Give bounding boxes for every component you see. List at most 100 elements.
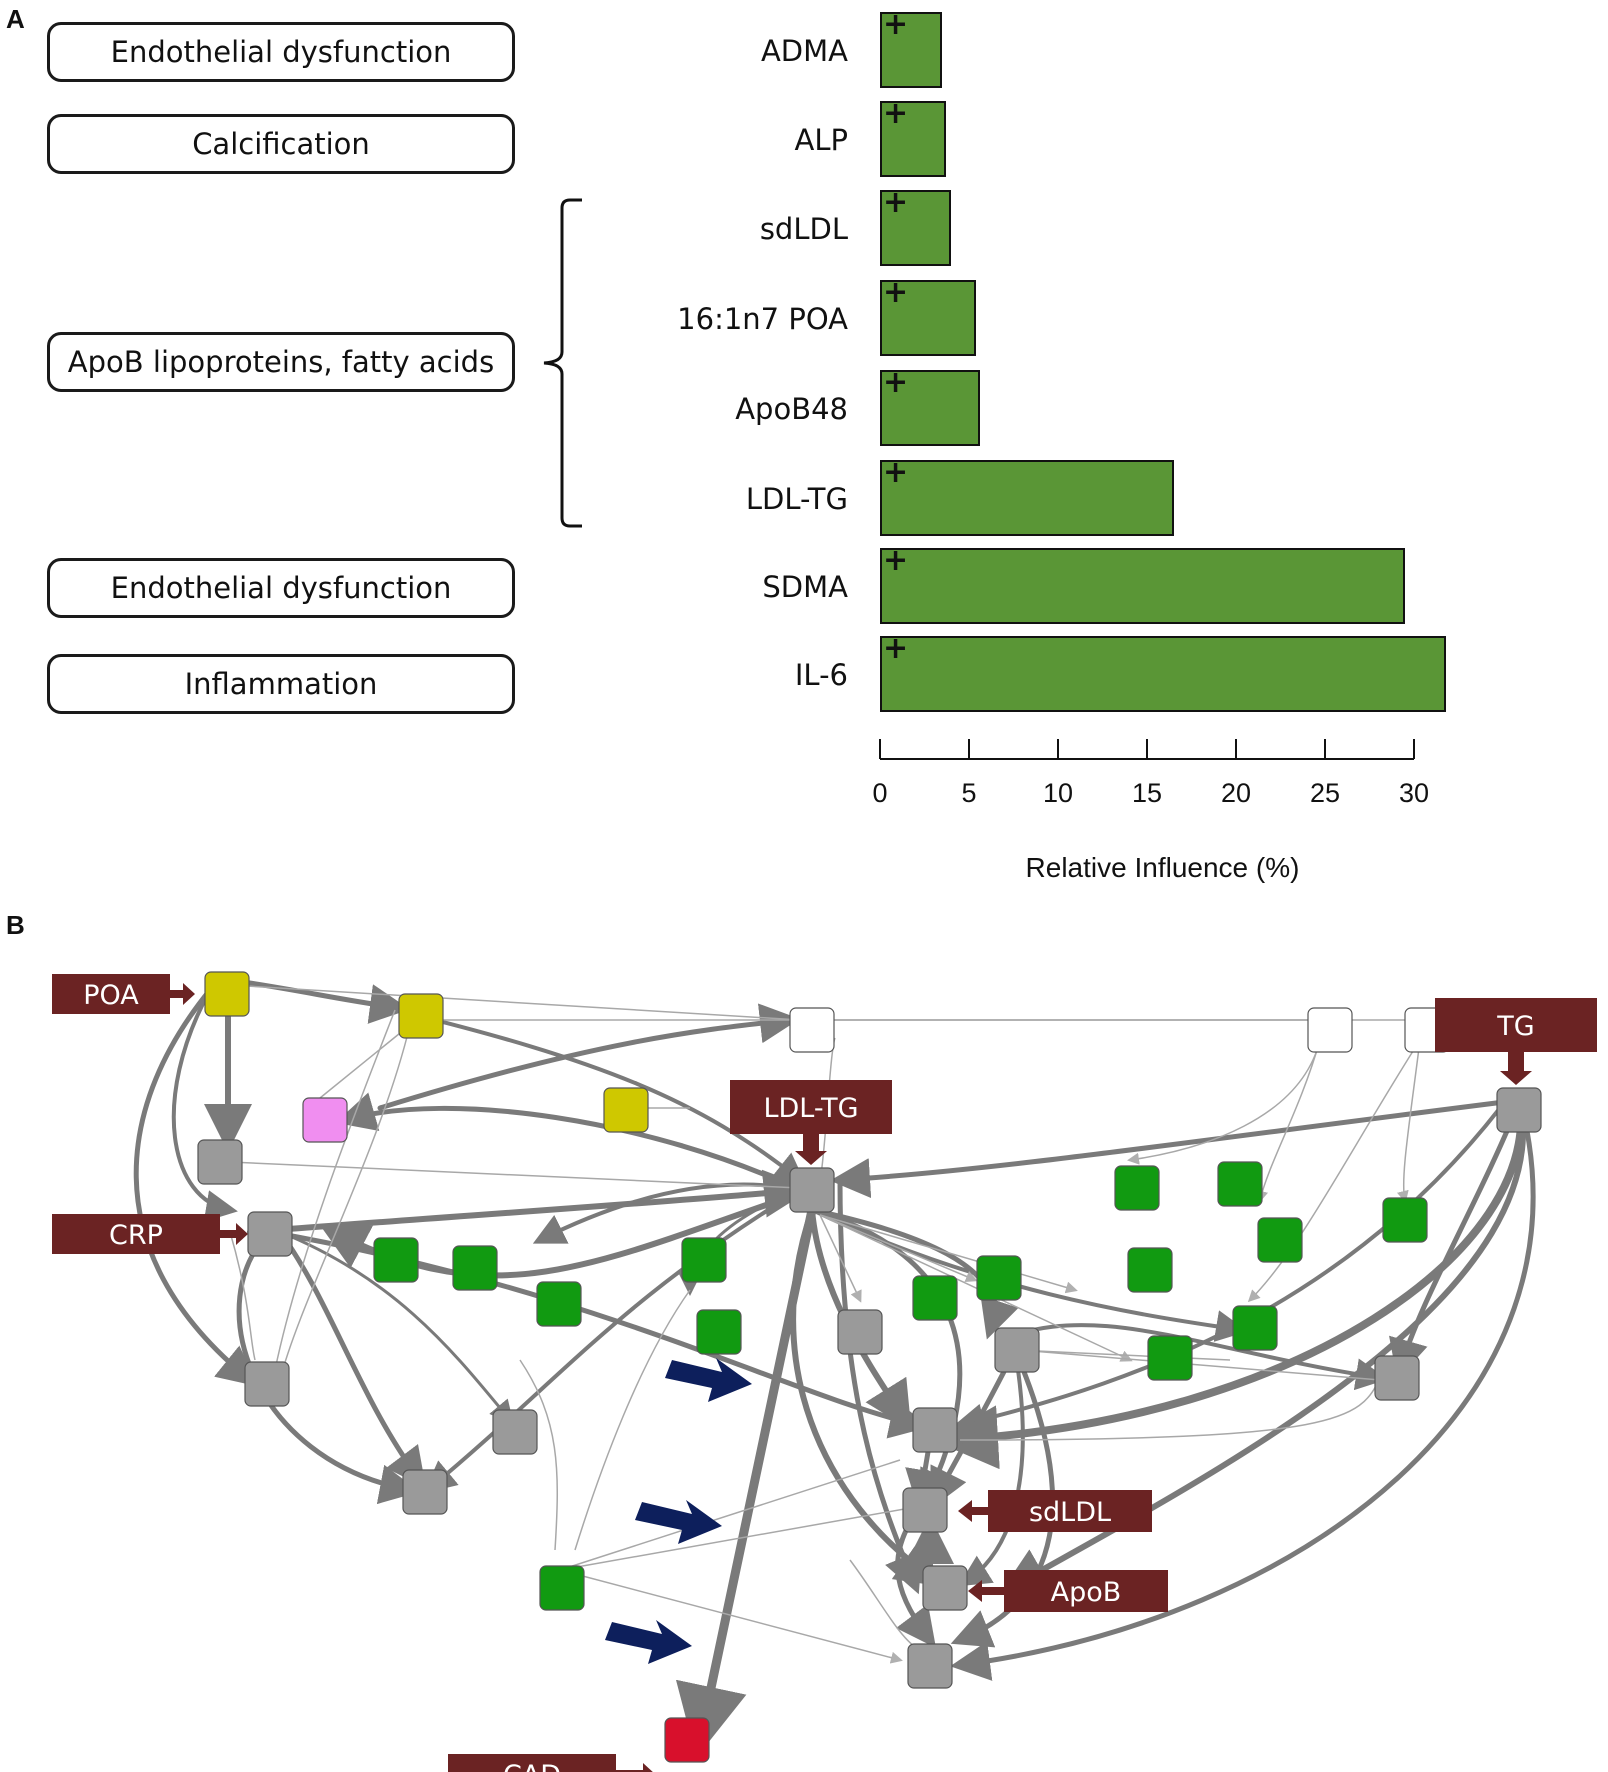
x-tick-label: 20 [1220,778,1252,808]
node-biomarker [912,1407,958,1453]
node-mirna [373,1237,419,1283]
callout-arrow-cad [616,1763,653,1772]
category-box: Calcification [47,114,515,174]
callout-box-poa [52,974,170,1014]
category-box: Endothelial dysfunction [47,558,515,618]
node-biomarker [247,1211,293,1257]
callout-arrow-apob [968,1580,1004,1602]
category-box: Inflammation [47,654,515,714]
node-mirna [1127,1247,1173,1293]
node-metabolite [398,993,444,1039]
callout-label-crp: CRP [109,1220,163,1251]
node-metabolite [204,971,250,1017]
node-biomarker [402,1469,448,1515]
callout-arrow-poa [170,983,195,1005]
callout-label-apob: ApoB [1051,1577,1122,1608]
x-tick-label: 15 [1131,778,1163,808]
x-tick-label: 0 [872,778,888,808]
y-tick-label: SDMA [762,570,848,604]
y-tick-label: ALP [794,123,848,157]
x-tick-label: 5 [961,778,977,808]
callout-label-cad: CAD [503,1760,561,1772]
node-mirna [536,1281,582,1327]
node-mirna [976,1255,1022,1301]
plus-sign: + [883,365,909,400]
bar [880,12,943,88]
node-biomarker [492,1409,538,1455]
node-biomarker [1374,1355,1420,1401]
node-biomarker [902,1487,948,1533]
callout-box-sdldl [988,1490,1152,1532]
node-biomarker [244,1361,290,1407]
group-bracket [543,198,582,528]
node-biomarker [197,1139,243,1185]
bar [880,548,1406,624]
node-biomarker [994,1327,1040,1373]
callout-box-ldltg [730,1080,892,1134]
x-tick-label: 10 [1042,778,1074,808]
bar [880,636,1447,712]
y-tick-label: IL-6 [794,658,848,692]
callout-box-crp [52,1214,220,1254]
node-biomarker [922,1565,968,1611]
node-mirna [539,1565,585,1611]
callout-label-tg: TG [1496,1011,1534,1042]
plus-sign: + [883,275,909,310]
node-mirna [1232,1305,1278,1351]
callout-label-poa: POA [83,980,139,1011]
plus-sign: + [883,543,909,578]
callout-label-sdldl: sdLDL [1029,1497,1111,1528]
node-mirna [1147,1335,1193,1381]
node-mirna [1114,1165,1160,1211]
bar [880,460,1174,536]
plus-sign: + [883,96,909,131]
plus-sign: + [883,631,909,666]
y-tick-label: ApoB48 [735,392,848,426]
node-mirna [1382,1197,1428,1243]
node-biomarker [837,1309,883,1355]
highlight-arrow [635,1500,722,1544]
callout-arrow-ldltg [795,1134,827,1165]
node-mirna [452,1245,498,1291]
callout-label-ldltg: LDL-TG [763,1093,858,1124]
bar [880,190,952,266]
node-mirna [681,1237,727,1283]
panel-a-letter: A [6,4,25,34]
x-tick-label: 25 [1309,778,1341,808]
y-tick-label: sdLDL [759,212,848,246]
callout-arrow-crp [220,1223,248,1245]
node-biomarker [907,1643,953,1689]
category-box: Endothelial dysfunction [47,22,515,82]
node-biomarker [1496,1087,1542,1133]
y-tick-label: 16:1n7 POA [677,302,848,336]
node-mirna [696,1309,742,1355]
callout-arrow-tg [1500,1052,1532,1085]
callout-box-cad [448,1754,616,1772]
bar [880,280,977,356]
highlight-arrow [665,1358,752,1402]
callout-arrow-sdldl [958,1500,988,1522]
node-metabolite [603,1087,649,1133]
plus-sign: + [883,7,909,42]
node-biomarker [789,1167,835,1213]
x-axis-label: Relative Influence (%) [1025,852,1300,883]
node-clinical [789,1007,835,1053]
bar [880,370,980,446]
node-mirna [1257,1217,1303,1263]
y-tick-label: ADMA [760,34,848,68]
panel-b-letter: B [6,910,25,940]
highlight-arrow [605,1620,692,1664]
node-outcome [664,1717,710,1763]
plus-sign: + [883,455,909,490]
node-metabolite-pink [302,1097,348,1143]
callout-box-tg [1435,998,1597,1052]
y-tick-label: LDL-TG [745,482,848,516]
category-box: ApoB lipoproteins, fatty acids [47,332,515,392]
plus-sign: + [883,185,909,220]
callout-box-apob [1004,1570,1168,1612]
x-axis [879,739,1415,760]
x-tick-label: 30 [1398,778,1430,808]
node-clinical [1307,1007,1353,1053]
node-mirna [1217,1161,1263,1207]
